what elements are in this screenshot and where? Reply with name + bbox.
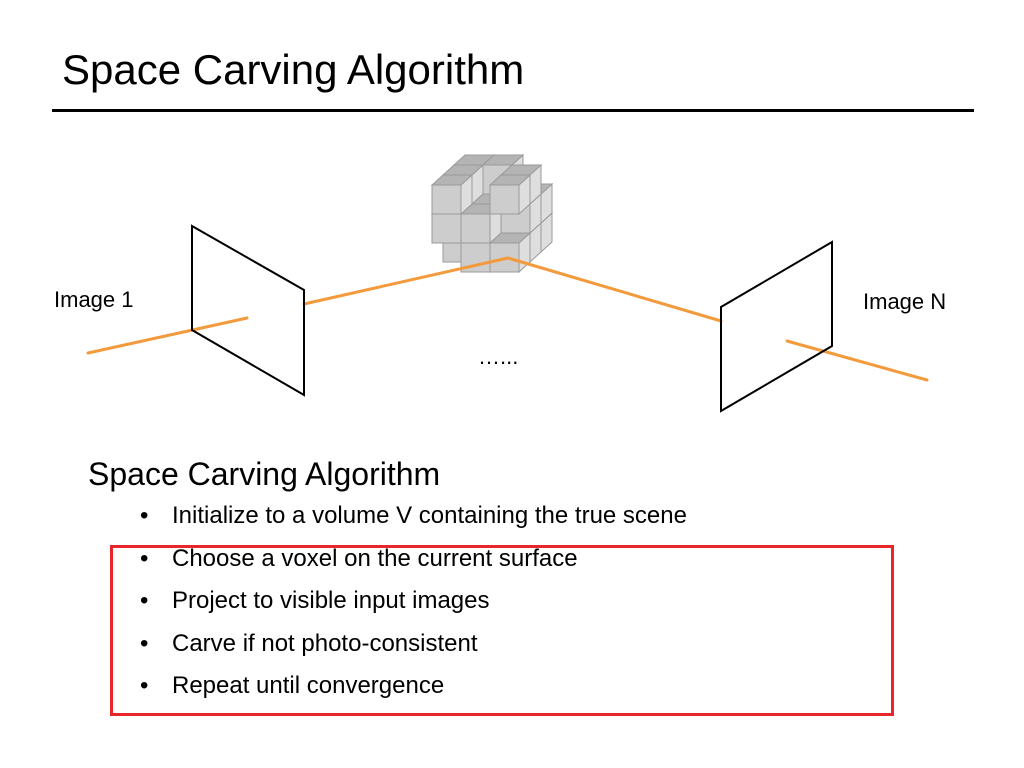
image-n-label: Image N (863, 289, 947, 314)
voxel-volume (430, 153, 554, 274)
bullet-icon: • (140, 672, 149, 699)
ray-left-to-voxel (302, 256, 510, 306)
ellipsis-label: …... (478, 344, 519, 369)
bullet-icon: • (140, 544, 149, 572)
algorithm-steps: • Initialize to a volume V containing the… (140, 502, 687, 715)
ray-voxel-to-right (506, 256, 723, 323)
bullet-icon: • (140, 502, 149, 529)
step-text: Initialize to a volume V containing the … (172, 502, 687, 529)
space-carving-diagram (86, 153, 929, 413)
bullet-icon: • (140, 629, 149, 657)
step-text: Choose a voxel on the current surface (172, 544, 578, 572)
title-divider (52, 109, 974, 112)
bullet-icon: • (140, 587, 149, 614)
image-plane-n (720, 240, 833, 413)
step-carve: • Carve if not photo-consistent (140, 630, 687, 658)
voxel-front-face (460, 213, 491, 244)
step-text: Project to visible input images (172, 587, 490, 614)
section-heading: Space Carving Algorithm (88, 456, 441, 492)
step-text: Repeat until convergence (172, 672, 445, 699)
ray-right-behind (785, 339, 929, 382)
step-initialize: • Initialize to a volume V containing the… (140, 502, 687, 530)
step-text: Carve if not photo-consistent (172, 629, 478, 657)
ray-left-behind (86, 316, 249, 355)
voxel-front-face (431, 184, 462, 215)
step-repeat: • Repeat until convergence (140, 672, 687, 700)
image-1-label: Image 1 (54, 287, 134, 312)
voxel-front-face (431, 213, 462, 244)
voxel-front-face (489, 184, 520, 215)
slide-title: Space Carving Algorithm (62, 46, 525, 93)
highlighted-loop-box (110, 545, 894, 716)
step-project: • Project to visible input images (140, 587, 687, 615)
step-choose-voxel: • Choose a voxel on the current surface (140, 545, 687, 573)
projection-rays (86, 256, 929, 382)
image-plane-1 (191, 224, 305, 397)
